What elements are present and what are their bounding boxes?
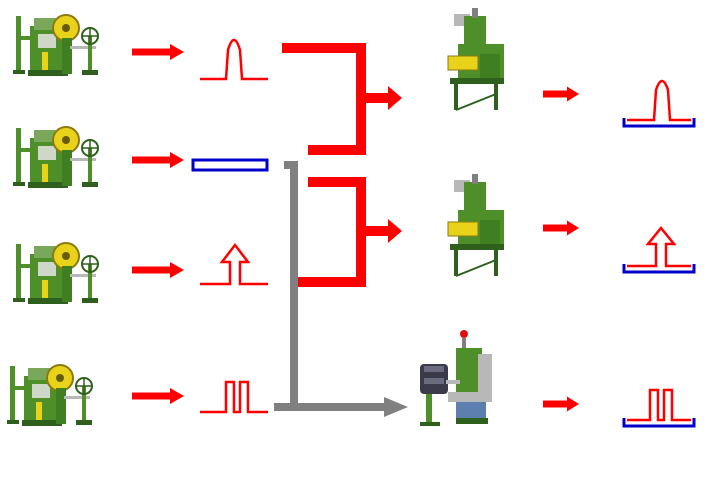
profile-arrow-head bbox=[200, 242, 268, 286]
riveting-machine-1 bbox=[447, 7, 505, 111]
automatic-feeder-machine bbox=[420, 330, 492, 426]
connector-to-riveter-1 bbox=[282, 43, 402, 155]
connector-to-riveter-2 bbox=[298, 177, 402, 287]
riveting-machine-2 bbox=[447, 173, 505, 277]
connector-to-feeder bbox=[274, 161, 408, 417]
arrow-output-2 bbox=[543, 220, 579, 236]
press-machine-2 bbox=[12, 126, 99, 189]
press-machine-4 bbox=[6, 364, 93, 427]
product-double-loop-on-strip bbox=[622, 388, 696, 428]
arrow-press-2 bbox=[132, 152, 184, 168]
arrow-press-1 bbox=[132, 44, 184, 60]
profile-flat-strip bbox=[191, 158, 269, 172]
arrow-press-3 bbox=[132, 262, 184, 278]
profile-double-loop bbox=[200, 380, 268, 414]
press-machine-1 bbox=[12, 14, 99, 77]
arrow-output-3 bbox=[543, 396, 579, 412]
arrow-output-1 bbox=[543, 86, 579, 102]
press-machine-3 bbox=[12, 242, 99, 305]
product-single-loop-on-strip bbox=[622, 79, 696, 128]
product-arrow-head-on-strip bbox=[622, 226, 696, 274]
arrow-press-4 bbox=[132, 388, 184, 404]
profile-single-loop bbox=[200, 38, 268, 81]
